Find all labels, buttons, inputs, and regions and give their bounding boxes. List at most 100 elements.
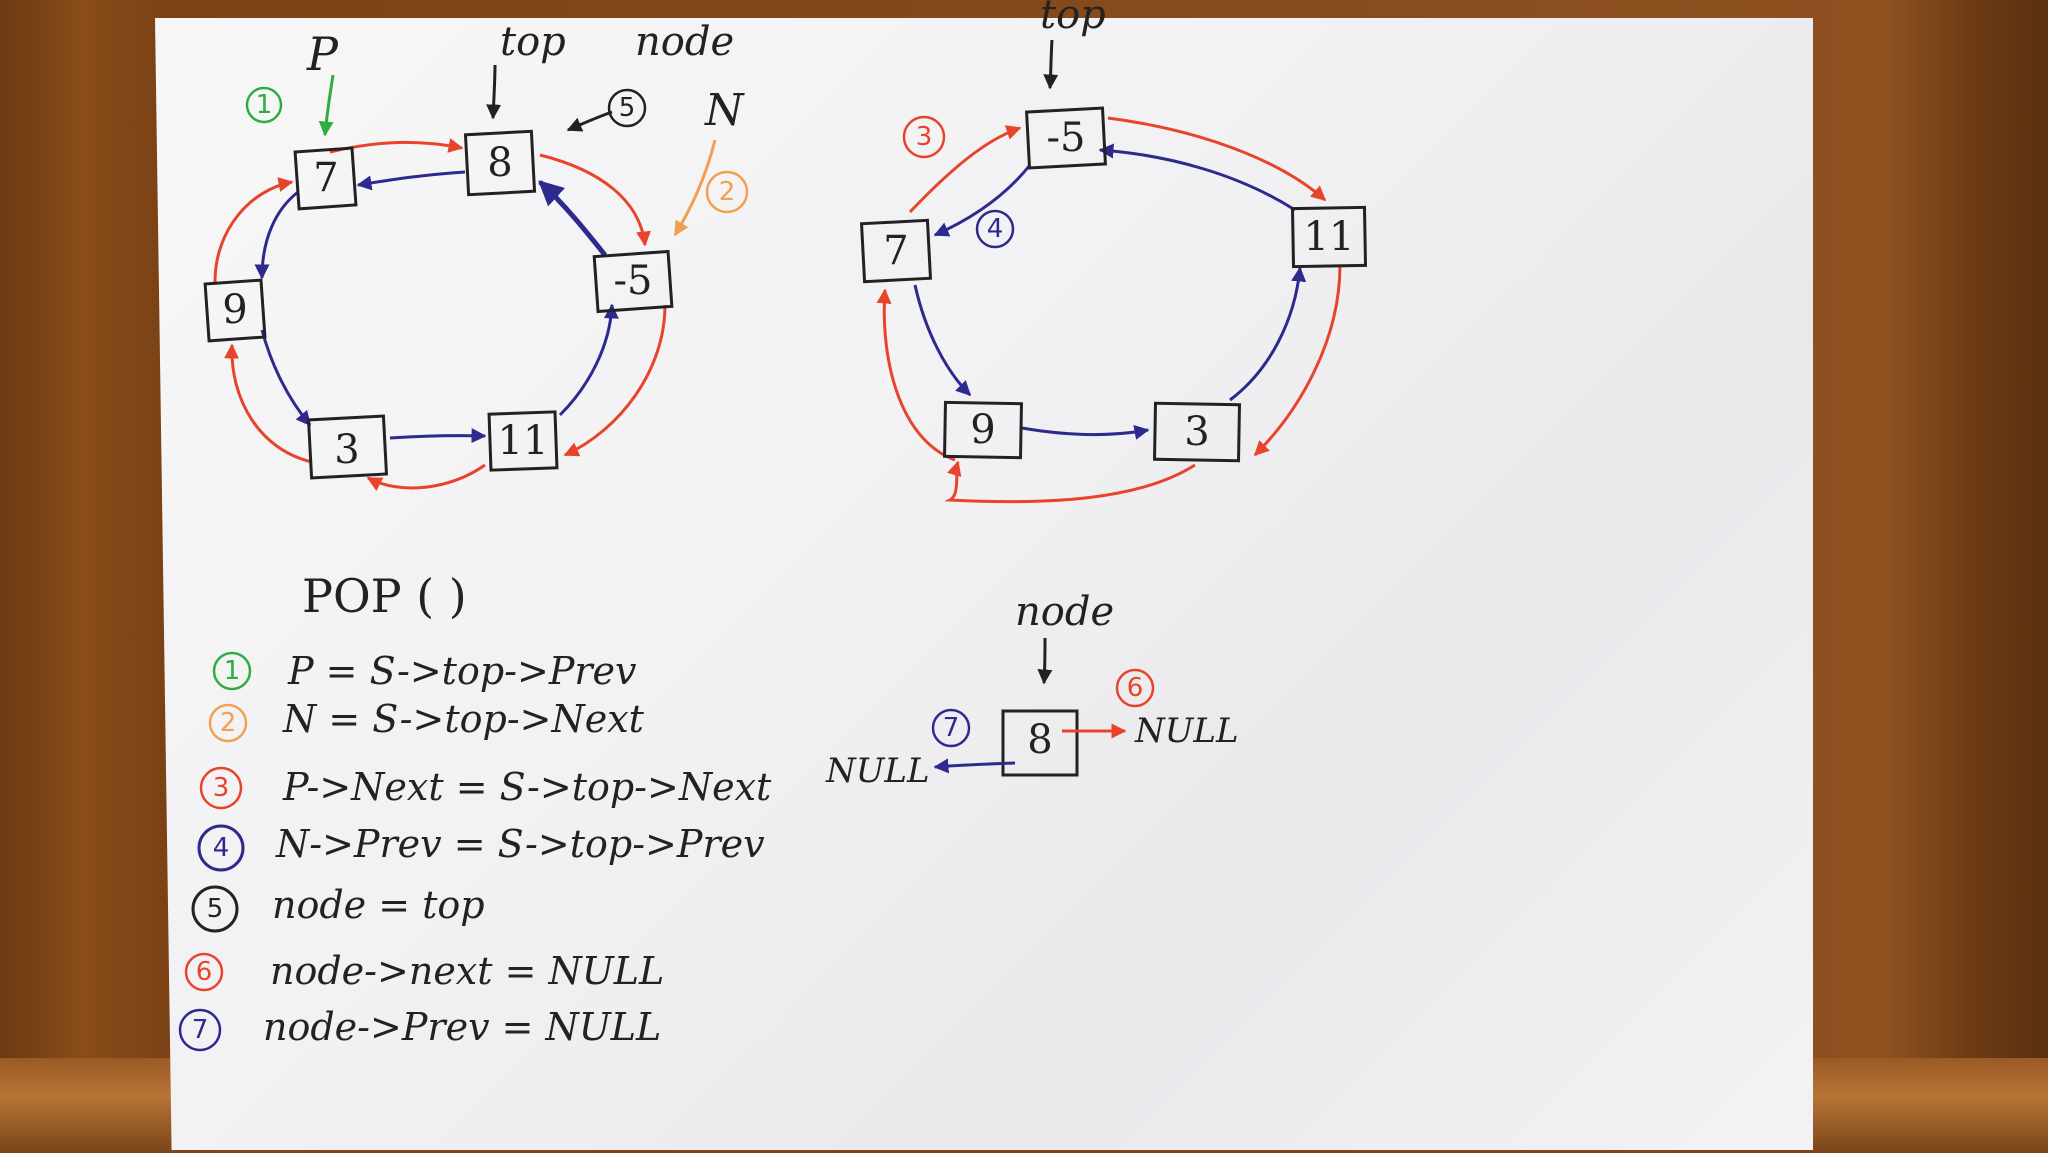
pointer-top-arrow [486, 64, 502, 120]
step-number: 7 [192, 1015, 209, 1045]
node: -5 [592, 249, 674, 314]
node-value: -5 [1047, 115, 1086, 161]
step-number: 6 [196, 957, 213, 987]
step-text: N->Prev = S->top->Prev [275, 822, 765, 866]
node: 8 [463, 129, 537, 197]
step-marker [1115, 668, 1155, 708]
node-value: 9 [222, 287, 247, 333]
edge-red [908, 125, 1022, 214]
step-2: 2 N = S->top->Next [208, 697, 645, 743]
step-number: 3 [213, 773, 230, 803]
edge-red [563, 304, 667, 457]
step-marker-number: 4 [987, 214, 1004, 244]
pop-title: POP ( ) [302, 569, 467, 623]
step-number: 2 [220, 708, 237, 738]
step-text: node->Prev = NULL [263, 1005, 661, 1049]
step-marker-number: 7 [943, 713, 960, 743]
step-marker-number: 3 [916, 122, 933, 152]
node: -5 [1025, 106, 1107, 170]
edge-red [1107, 116, 1327, 202]
edge-blue [933, 164, 1032, 237]
node: 11 [487, 410, 559, 472]
pointer-node-label: node [635, 19, 734, 65]
node: 11 [1290, 205, 1368, 269]
edge-blue [1229, 266, 1307, 402]
pointer-node-label: node [1015, 589, 1114, 635]
step-5: 5 node = top [191, 883, 485, 933]
step-6: 6 node->next = NULL [184, 949, 664, 993]
edge-red [224, 343, 313, 464]
prev-null-arrow [933, 758, 1016, 774]
pop-steps: POP ( ) 1 P = S->top->Prev 2 N = S->top-… [178, 569, 772, 1052]
edge-blue [538, 180, 607, 257]
step-marker-number: 2 [719, 177, 736, 207]
node: 3 [1152, 401, 1242, 463]
edge-blue [1098, 143, 1296, 212]
edge-red [944, 460, 1196, 504]
pointer-top-arrow [1043, 39, 1059, 90]
step-marker [902, 115, 946, 159]
step-marker-number: 5 [619, 93, 636, 123]
step-marker [975, 209, 1015, 249]
node: 3 [306, 414, 389, 480]
edge-red [539, 153, 651, 247]
step-text: node = top [272, 883, 485, 927]
edge-blue [1021, 424, 1150, 440]
diagram-2-after-relink: -5 11 3 9 7 top 3 4 [859, 0, 1368, 504]
diagram-3-detached-node: node 8 NULL 6 NULL 7 [825, 589, 1239, 791]
edge-blue [254, 190, 299, 280]
step-1: 1 P = S->top->Prev [212, 649, 637, 693]
step-number: 1 [224, 656, 241, 686]
node-value: 9 [970, 407, 995, 453]
pointer-n-arrow [673, 139, 717, 237]
edge-blue [389, 428, 487, 444]
step-number: 5 [207, 894, 224, 924]
step-marker-number: 1 [256, 90, 273, 120]
pointer-top-label: top [500, 19, 566, 65]
edge-blue [558, 303, 619, 417]
pointer-top-label: top [1040, 0, 1106, 38]
node-value: 3 [1184, 409, 1209, 455]
node-value: 11 [1304, 214, 1355, 260]
node-value: 7 [883, 228, 908, 274]
step-text: P->Next = S->top->Next [282, 765, 772, 809]
step-text: node->next = NULL [270, 949, 664, 993]
step-text: P = S->top->Prev [287, 649, 637, 693]
edge-red [366, 463, 486, 491]
node-value: 11 [498, 418, 549, 464]
step-marker [705, 170, 749, 214]
step-number: 4 [213, 833, 230, 863]
null-right-label: NULL [1134, 711, 1239, 751]
pointer-p-arrow [318, 74, 335, 137]
edge-blue [356, 170, 466, 191]
edge-red [876, 288, 956, 462]
edge-red [1253, 264, 1342, 457]
edge-blue [260, 329, 312, 427]
node-value: -5 [614, 258, 653, 304]
step-marker [607, 88, 647, 128]
node: 7 [859, 218, 933, 284]
step-marker-number: 6 [1127, 673, 1144, 703]
step-3: 3 P->Next = S->top->Next [199, 765, 772, 810]
diagram-1-before-pop: 7 8 -5 11 3 9 1 P top node 5 [203, 19, 749, 491]
node-value: 3 [334, 427, 359, 473]
node: 9 [943, 400, 1023, 460]
step-marker [245, 86, 283, 124]
node-value: 8 [1027, 717, 1052, 763]
pointer-node-arrow [566, 110, 613, 132]
node: 7 [293, 146, 358, 211]
pointer-p-label: P [306, 27, 339, 81]
pointer-node-arrow [1037, 637, 1053, 685]
edge-blue [913, 284, 972, 397]
step-4: 4 N->Prev = S->top->Prev [197, 822, 765, 872]
node-value: 7 [313, 155, 338, 201]
edge-red [213, 177, 294, 283]
step-7: 7 node->Prev = NULL [178, 1005, 661, 1052]
node: 9 [203, 278, 267, 343]
null-left-label: NULL [825, 751, 930, 791]
node: 8 [1001, 709, 1079, 777]
pointer-n-label: N [704, 85, 745, 136]
node-value: 8 [487, 140, 512, 186]
step-text: N = S->top->Next [282, 697, 645, 741]
